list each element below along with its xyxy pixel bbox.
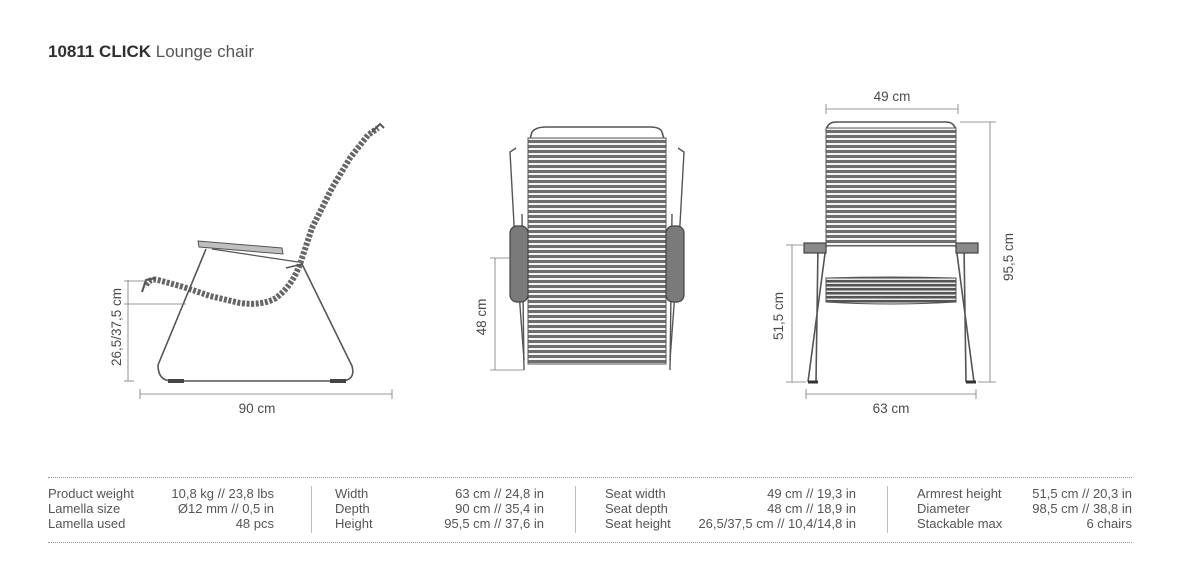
- spec-divider: [575, 486, 576, 533]
- side-slat-chain: [143, 125, 380, 307]
- back-view-drawing: [803, 121, 979, 384]
- front-frame-top: [527, 126, 667, 147]
- side-armrest: [197, 240, 284, 255]
- back-slat-panel: [825, 127, 957, 247]
- product-name: Lounge chair: [155, 42, 255, 61]
- side-view-drawing: [141, 122, 385, 383]
- front-seat-depth-label: 48 cm: [474, 299, 489, 336]
- front-armrest-left: [509, 225, 529, 303]
- spec-divider: [311, 486, 312, 533]
- back-seat-width-label: 49 cm: [874, 89, 911, 104]
- front-dimensions: [490, 257, 524, 371]
- back-armrest-right: [955, 242, 979, 254]
- side-seat-height-label: 26,5/37,5 cm: [109, 288, 124, 366]
- back-seat-bowl: [825, 276, 957, 305]
- back-frame: [807, 245, 975, 383]
- side-frame: [157, 248, 354, 382]
- back-width-label: 63 cm: [873, 401, 910, 416]
- back-armrest-left: [803, 242, 827, 254]
- front-view-drawing: [509, 126, 685, 371]
- back-dimensions: [786, 104, 996, 399]
- spec-divider: [887, 486, 888, 533]
- side-dimensions: [124, 280, 393, 399]
- technical-drawings: 90 cm 26,5/37,5 cm 48 cm: [109, 89, 1016, 416]
- product-code: 10811 CLICK: [48, 42, 151, 61]
- back-height-label: 95,5 cm: [1001, 233, 1016, 281]
- back-armrest-height-label: 51,5 cm: [771, 292, 786, 340]
- front-armrest-right: [665, 225, 685, 303]
- front-slat-panel: [527, 137, 667, 365]
- page-title: 10811 CLICK Lounge chair: [48, 42, 254, 62]
- side-width-label: 90 cm: [239, 401, 276, 416]
